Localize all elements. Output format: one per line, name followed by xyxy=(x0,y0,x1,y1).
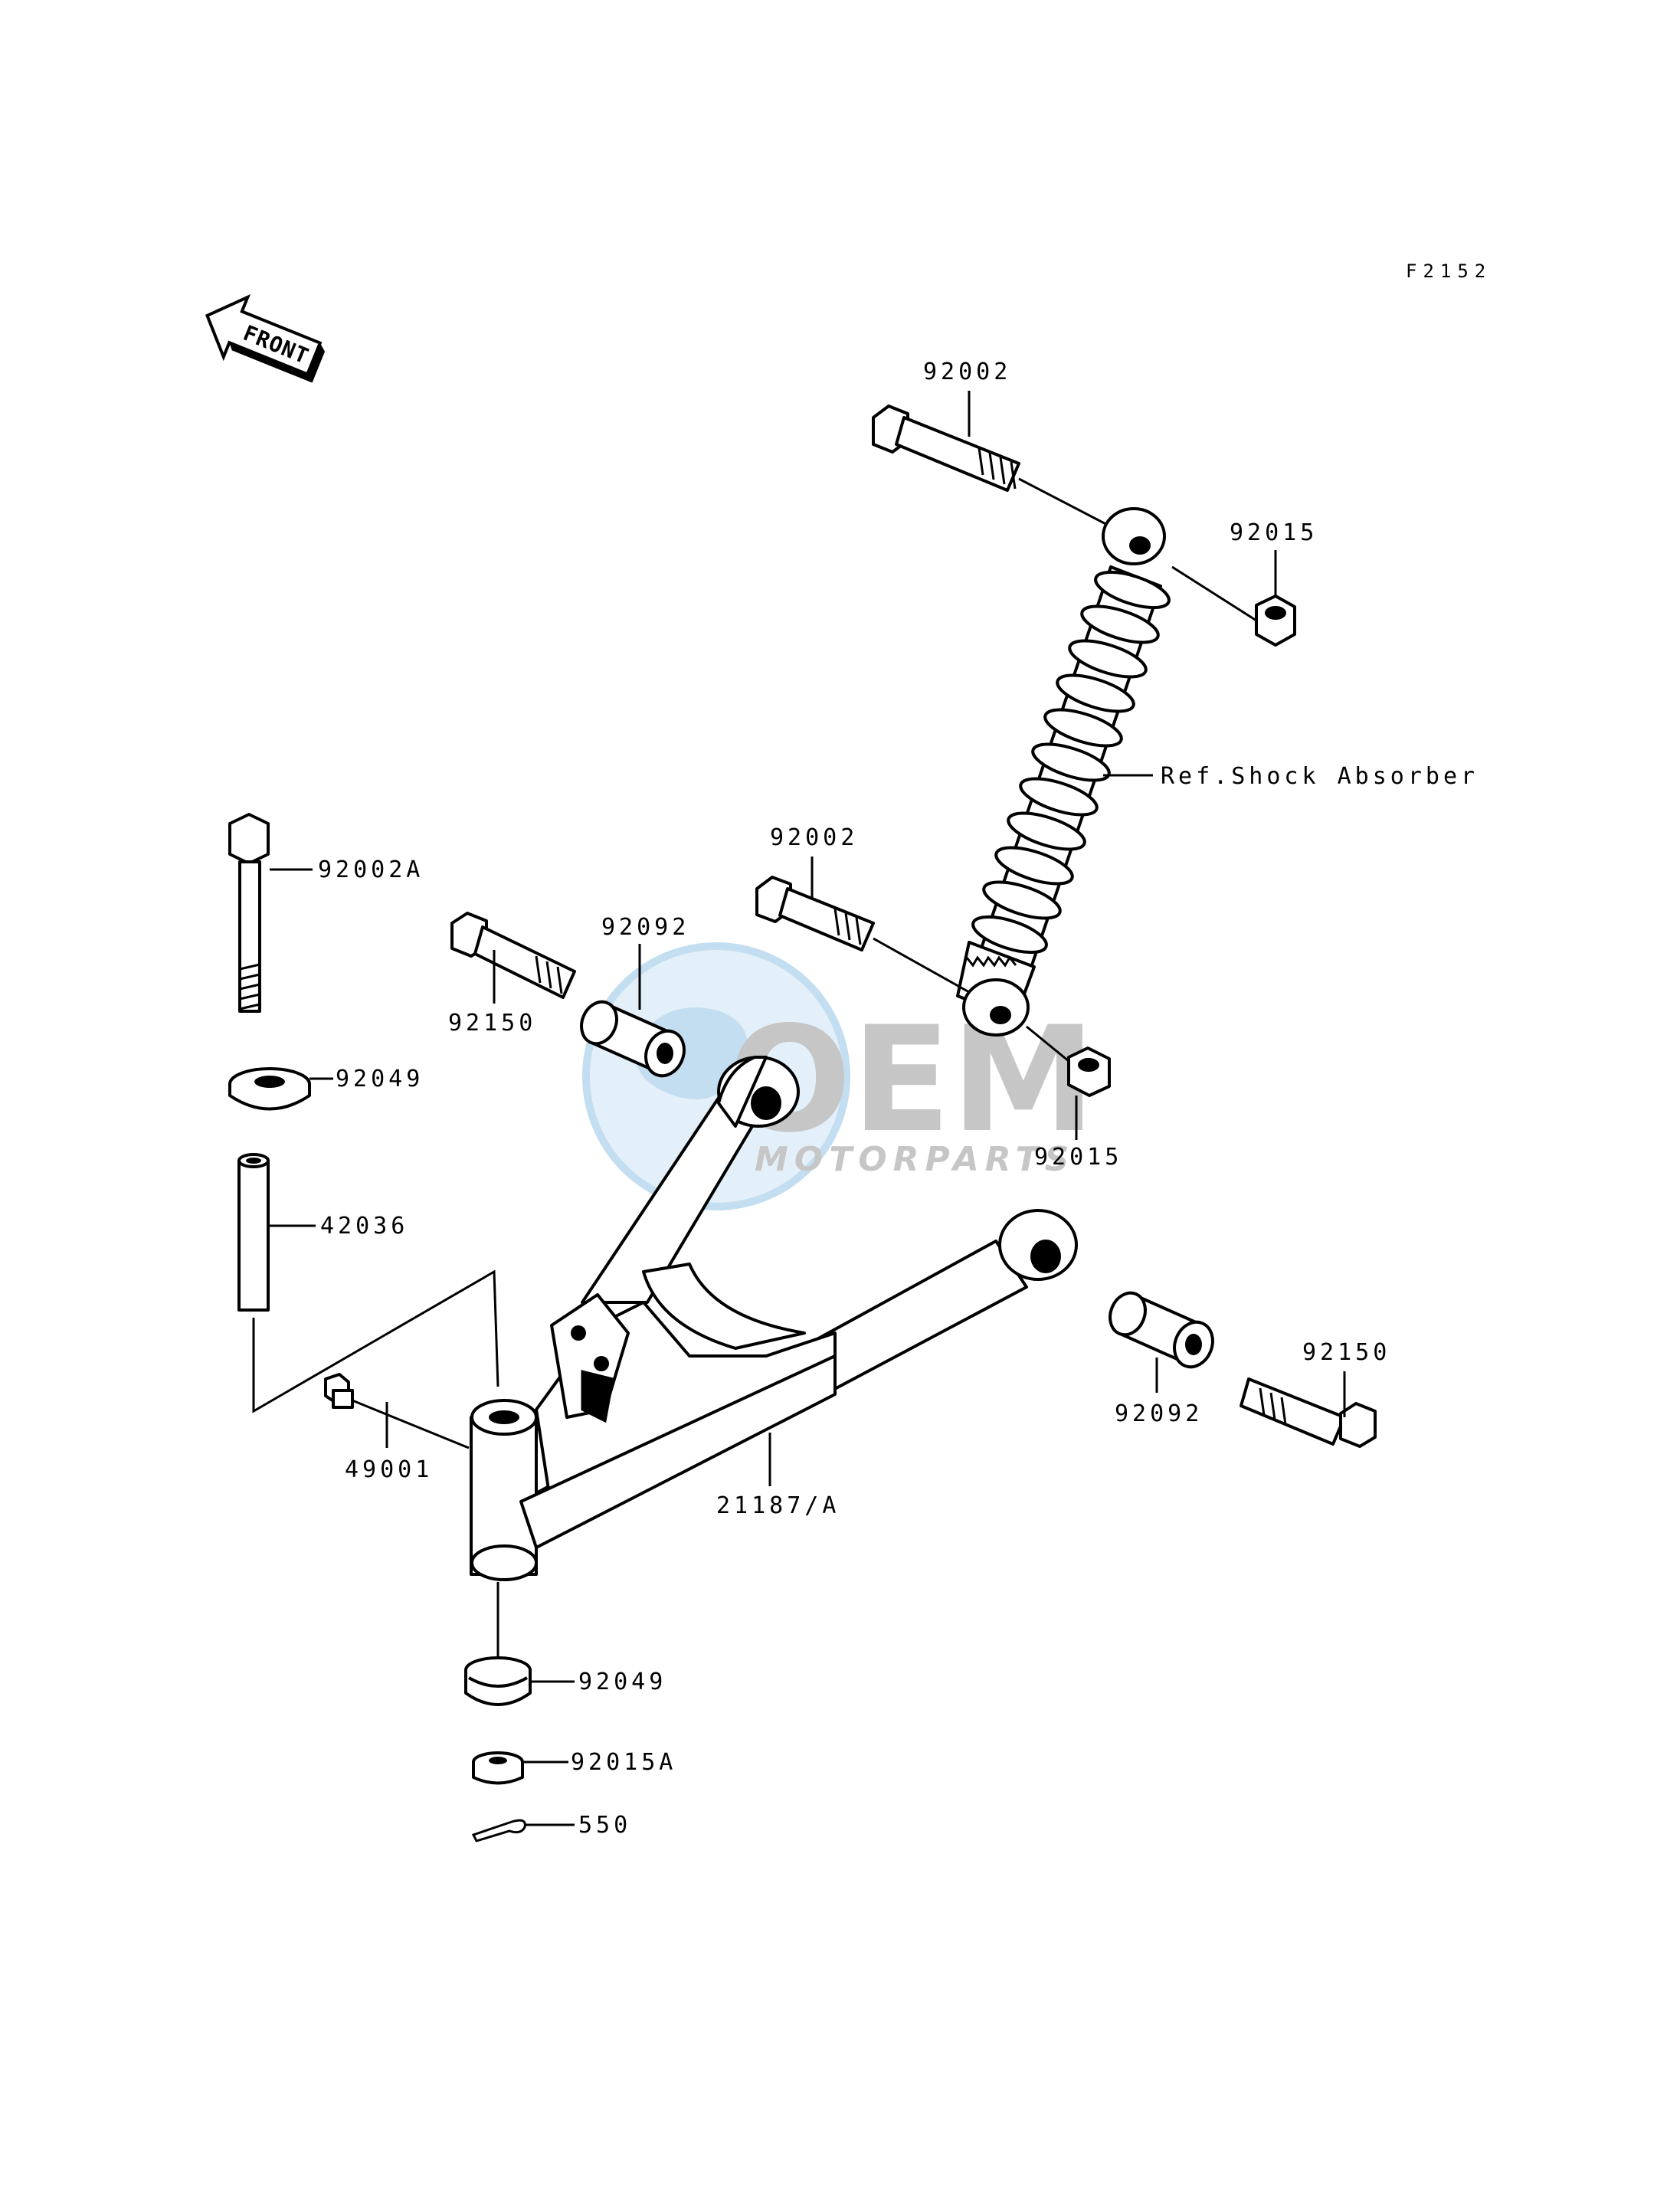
label-bottom-nut: 92015A xyxy=(571,1749,676,1776)
seal-bottom xyxy=(464,1656,532,1706)
upper-nut-axis xyxy=(1171,565,1257,622)
upper-shock-bolt xyxy=(872,404,1020,492)
label-lower-nut: 92015 xyxy=(1034,1144,1122,1171)
upper-bolt-axis xyxy=(1018,477,1115,530)
diagram-code: F2152 xyxy=(1406,260,1492,282)
arm-bolt-right xyxy=(1240,1377,1377,1448)
lower-shock-bolt xyxy=(755,876,875,951)
label-arm: 21187/A xyxy=(716,1492,840,1519)
label-seal-bottom: 92049 xyxy=(578,1669,666,1695)
lower-shock-nut xyxy=(1067,1046,1111,1097)
upper-shock-nut xyxy=(1255,594,1296,647)
label-bushing-left: 92092 xyxy=(601,914,689,941)
label-upper-nut: 92015 xyxy=(1230,519,1318,546)
arm-bolt-left xyxy=(450,912,576,999)
label-upper-bolt: 92002 xyxy=(923,359,1011,385)
label-shock: Ref.Shock Absorber xyxy=(1161,763,1479,790)
label-bolt-left: 92150 xyxy=(448,1010,536,1037)
bushing-left xyxy=(580,1000,686,1078)
front-direction-arrow: FRONT xyxy=(205,294,326,383)
bushing-right xyxy=(1109,1291,1214,1369)
label-long-bolt: 92002A xyxy=(318,856,424,883)
label-grease-nipple: 49001 xyxy=(345,1456,433,1483)
seal-top xyxy=(228,1067,311,1111)
label-seal-top: 92049 xyxy=(336,1066,424,1092)
bottom-nut xyxy=(472,1751,524,1785)
collar-assembly-line xyxy=(252,1269,499,1413)
shock-absorber xyxy=(956,507,1171,1037)
grease-nipple xyxy=(324,1373,354,1409)
label-collar: 42036 xyxy=(320,1213,408,1240)
label-lower-bolt: 92002 xyxy=(770,824,858,851)
cotter-pin xyxy=(471,1819,526,1842)
lower-nut-axis xyxy=(1026,1025,1069,1063)
lower-bolt-axis xyxy=(873,937,970,994)
label-cotter-pin: 550 xyxy=(578,1812,631,1839)
label-bolt-right: 92150 xyxy=(1302,1339,1390,1366)
grease-nipple-axis xyxy=(352,1399,470,1449)
long-bolt xyxy=(228,813,270,1013)
label-bushing-right: 92092 xyxy=(1115,1400,1203,1427)
a-arm xyxy=(470,1056,1078,1581)
collar xyxy=(237,1153,270,1312)
watermark-subtitle: MOTORPARTS xyxy=(755,1140,1075,1179)
